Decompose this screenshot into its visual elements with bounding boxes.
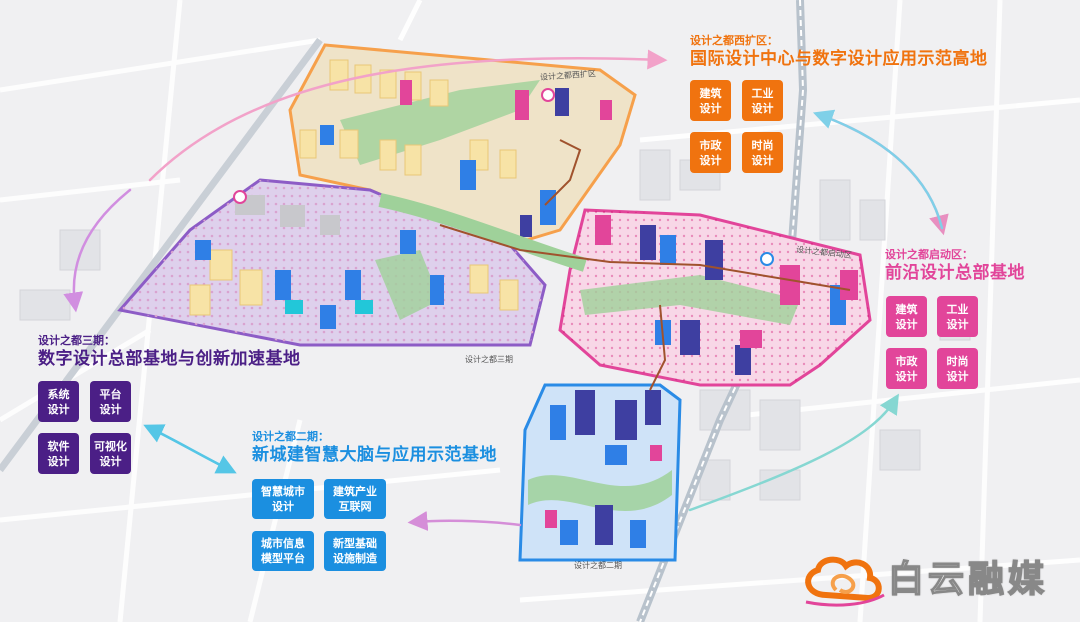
zone-title: 数字设计总部基地与创新加速基地: [38, 349, 301, 369]
connector-arrow: [812, 109, 944, 230]
connector-arrow: [63, 188, 132, 313]
tile-industrial-design: 工业设计: [937, 296, 978, 337]
brand-logo-text: 白云融媒: [887, 559, 1049, 601]
tile-industrial-design: 工业设计: [742, 80, 783, 121]
zone-subtitle: 设计之都启动区：: [885, 248, 973, 261]
tile-new-infrastructure: 新型基础设施制造: [324, 531, 386, 571]
tile-platform-design: 平台设计: [90, 381, 131, 422]
station-marker: [541, 88, 555, 102]
tile-construction-internet: 建筑产业互联网: [324, 479, 386, 519]
tile-municipal-design: 市政设计: [690, 132, 731, 173]
zone-subtitle: 设计之都西扩区：: [690, 34, 778, 47]
tile-municipal-design: 市政设计: [886, 348, 927, 389]
station-marker: [760, 252, 774, 266]
station-marker: [233, 190, 247, 204]
connector-arrow: [148, 426, 237, 474]
tile-city-information-model: 城市信息模型平台: [252, 531, 314, 571]
tile-architecture-design: 建筑设计: [886, 296, 927, 337]
green-corridor: [378, 193, 588, 272]
zone-title: 新城建智慧大脑与应用示范基地: [252, 445, 497, 465]
connector-arrow: [407, 511, 522, 531]
zone-subtitle: 设计之都二期：: [252, 430, 329, 443]
tile-fashion-design: 时尚设计: [937, 348, 978, 389]
cloud-swirl-logo-icon: [805, 556, 885, 607]
zone-title: 国际设计中心与数字设计应用示范高地: [690, 49, 988, 69]
map-label-phase2: 设计之都二期: [574, 561, 622, 570]
tile-architecture-design: 建筑设计: [690, 80, 731, 121]
tile-system-design: 系统设计: [38, 381, 79, 422]
tile-smart-city-design: 智慧城市设计: [252, 479, 314, 519]
connector-arrow: [148, 49, 668, 182]
info-startup: 设计之都启动区： 前沿设计总部基地 建筑设计 工业设计 市政设计 时尚设计: [885, 248, 1065, 393]
info-phase2: 设计之都二期： 新城建智慧大脑与应用示范基地 智慧城市设计 建筑产业互联网 城市…: [252, 430, 542, 580]
zone-title: 前沿设计总部基地: [885, 263, 1025, 283]
tile-visualization-design: 可视化设计: [90, 433, 131, 474]
map-label-phase3: 设计之都三期: [465, 355, 513, 364]
tile-software-design: 软件设计: [38, 433, 79, 474]
info-phase3: 设计之都三期： 数字设计总部基地与创新加速基地 系统设计 平台设计 软件设计 可…: [38, 334, 338, 484]
connector-arrow: [688, 393, 899, 512]
tile-fashion-design: 时尚设计: [742, 132, 783, 173]
zone-west-expansion: [288, 43, 637, 247]
info-west-expansion: 设计之都西扩区： 国际设计中心与数字设计应用示范高地 建筑设计 工业设计 市政设…: [690, 34, 1030, 184]
zone-startup: [558, 208, 872, 387]
zone-phase2: [518, 383, 682, 562]
metro-line: [439, 224, 851, 291]
zone-subtitle: 设计之都三期：: [38, 334, 115, 347]
